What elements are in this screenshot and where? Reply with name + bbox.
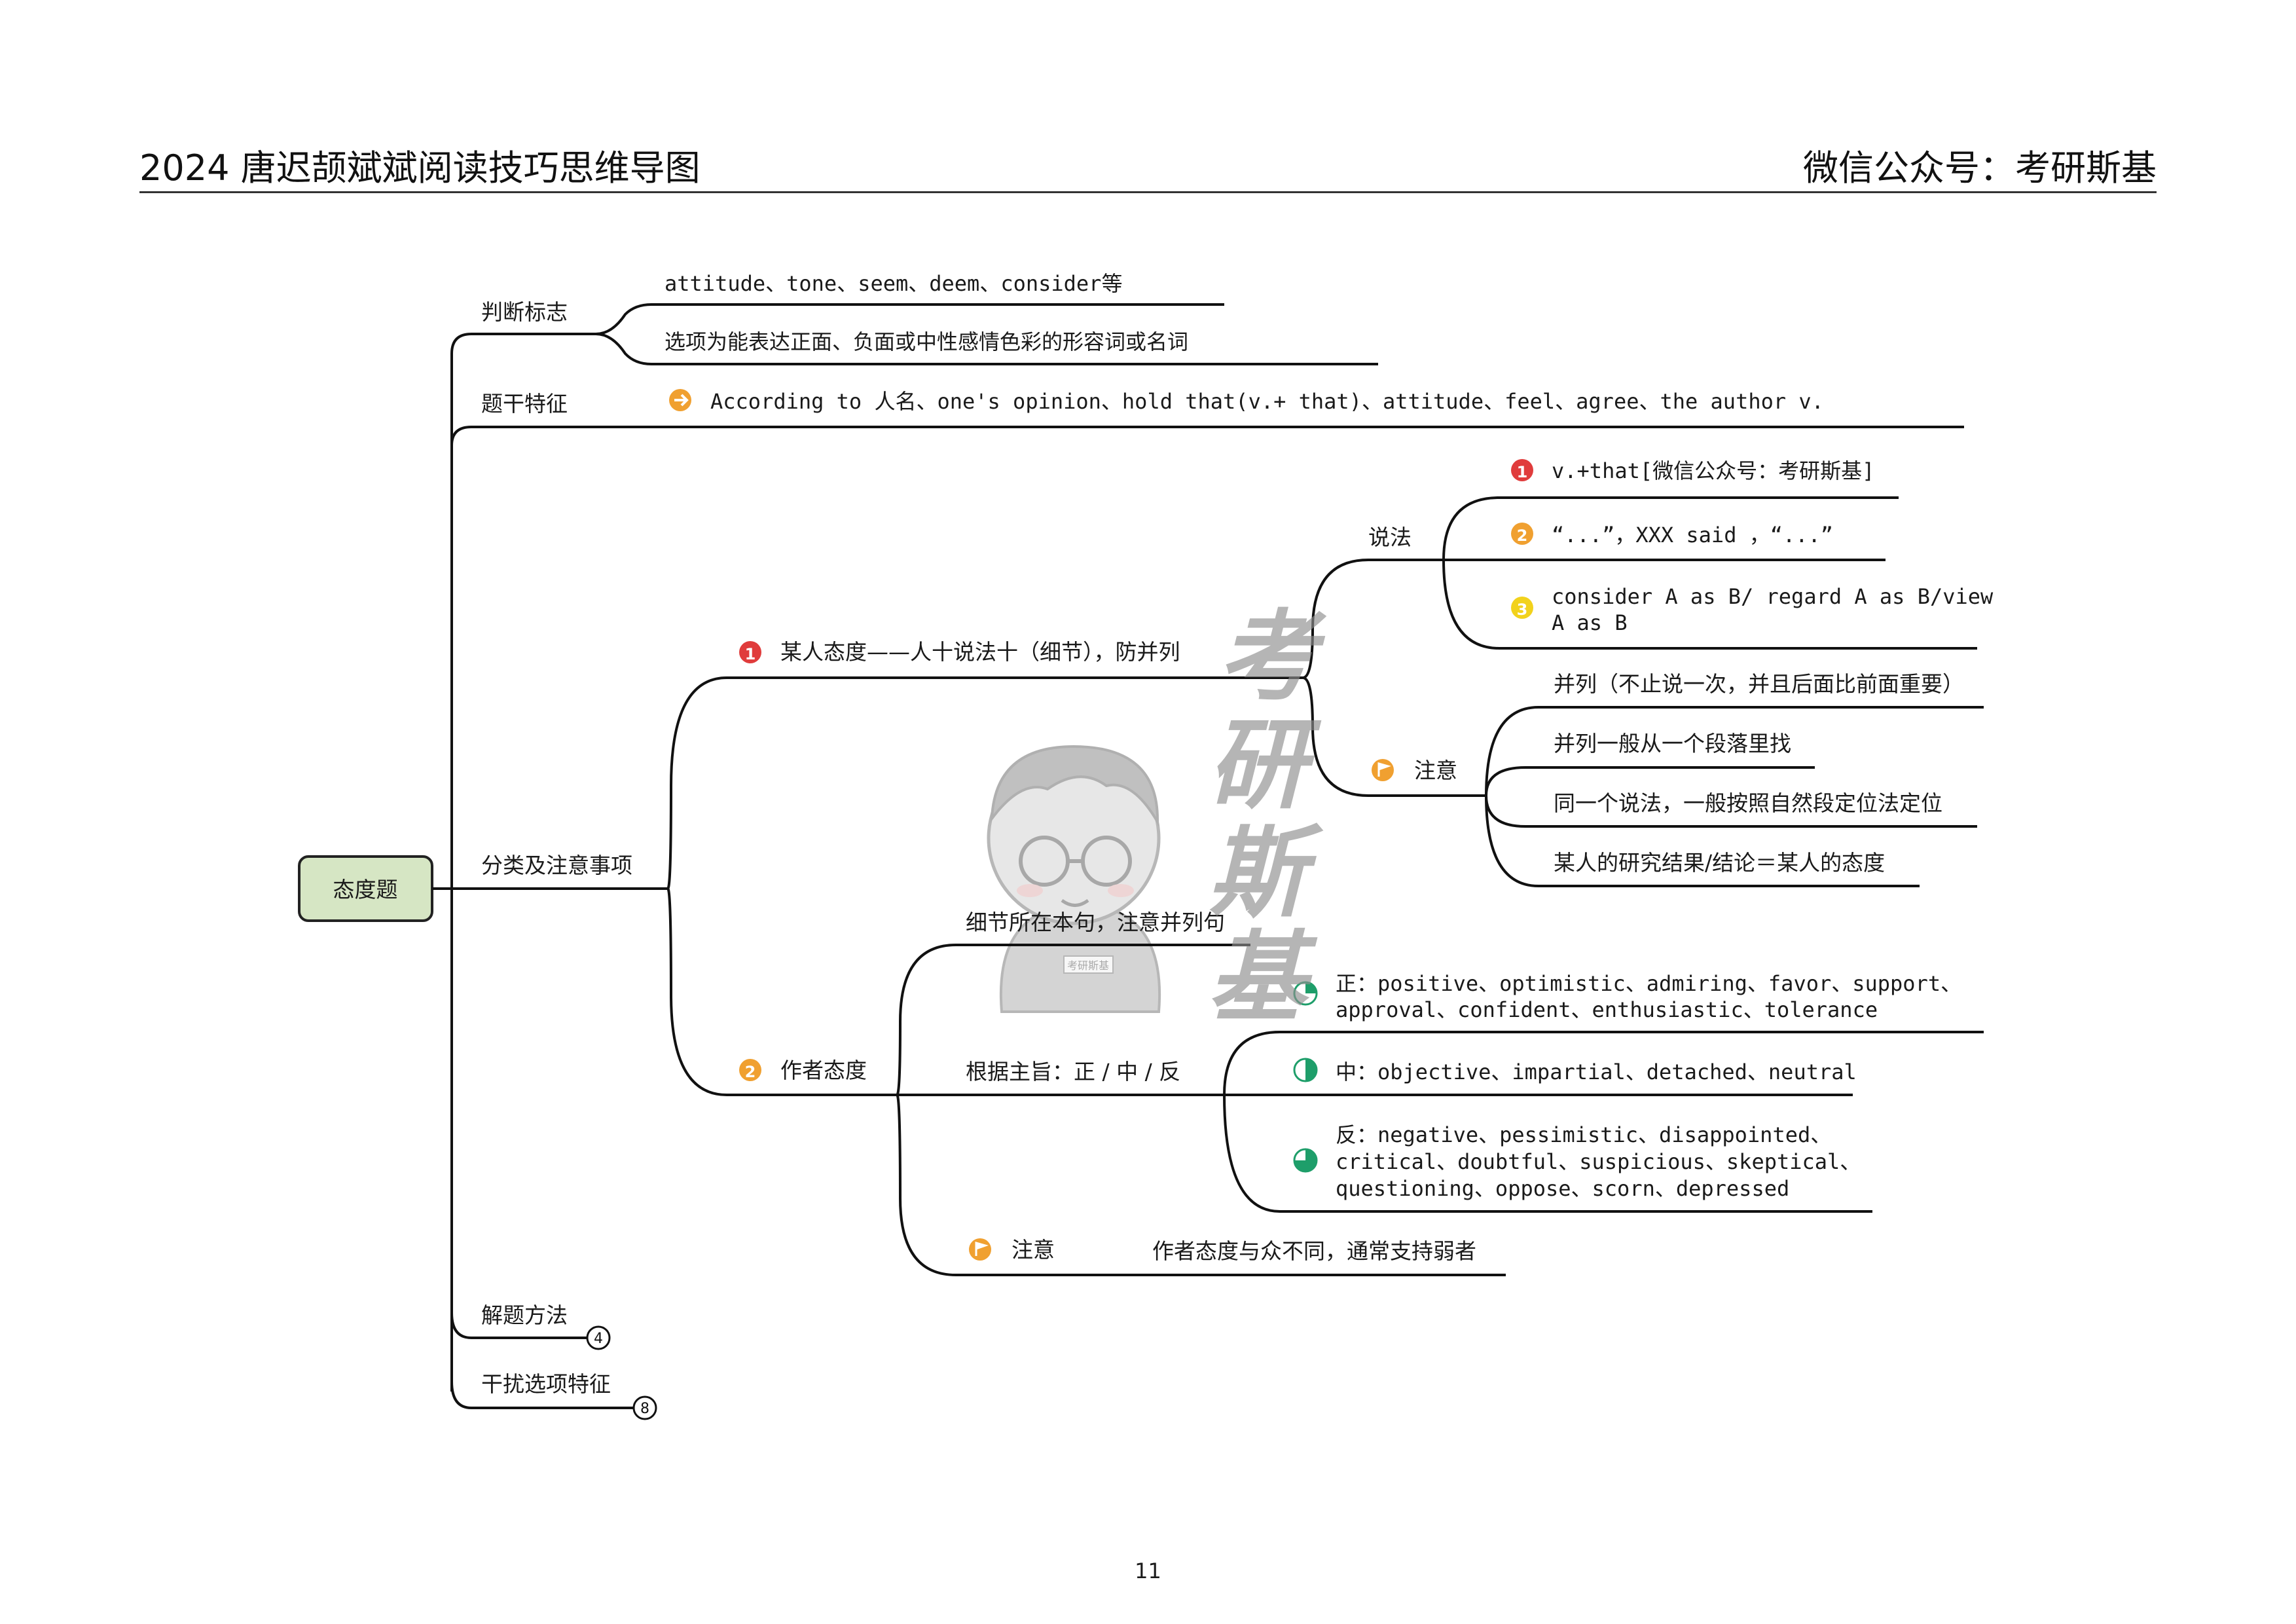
negative-line-3: questioning、oppose、scorn、depressed — [1336, 1176, 1789, 1201]
collapsed-count-badge[interactable] — [632, 1395, 657, 1420]
svg-text:8: 8 — [640, 1401, 649, 1417]
author-note-text: 作者态度与众不同，通常支持弱者 — [1152, 1238, 1476, 1264]
someone-notes-label: 注意 — [1414, 758, 1457, 783]
sayings-node[interactable]: 说法 1 v.+that[微信公众号：考研斯基] 2 “...”，XXX sai… — [1368, 458, 1994, 650]
stem-item: According to 人名、one's opinion、hold that(… — [710, 389, 1824, 414]
number-1-icon — [1511, 459, 1533, 481]
judge-item-1: attitude、tone、seem、deem、consider等 — [665, 271, 1122, 296]
svg-text:2: 2 — [1517, 526, 1528, 545]
author-theme-label: 根据主旨：正 / 中 / 反 — [966, 1059, 1180, 1084]
positive-line-1: 正：positive、optimistic、admiring、favor、sup… — [1336, 971, 1961, 996]
number-2-icon — [1511, 523, 1533, 545]
header-title: 2024 唐迟颉斌斌阅读技巧思维导图 — [139, 147, 701, 189]
author-detail: 细节所在本句，注意并列句 — [966, 910, 1225, 935]
number-3-icon — [1511, 597, 1533, 619]
branch-distractor[interactable]: 干扰选项特征 8 — [481, 1371, 657, 1420]
flag-icon — [1372, 759, 1394, 781]
watermark-char-2: 研 — [1208, 707, 1322, 822]
branch-judge[interactable]: 判断标志 attitude、tone、seem、deem、consider等 选… — [481, 271, 1378, 365]
collapsed-count-badge[interactable] — [586, 1325, 611, 1350]
method-label: 解题方法 — [481, 1302, 568, 1328]
author-attitude[interactable]: 2 作者态度 细节所在本句，注意并列句 根据主旨：正 / 中 / 反 — [739, 910, 1506, 1276]
root-node[interactable]: 态度题 — [298, 855, 433, 922]
saying-item-1: v.+that[微信公众号：考研斯基] — [1552, 458, 1874, 483]
saying-item-2: “...”，XXX said ，“...” — [1552, 523, 1833, 547]
author-attitude-label: 作者态度 — [780, 1058, 867, 1083]
someone-note-4: 某人的研究结果/结论＝某人的态度 — [1554, 850, 1885, 876]
negative-line-1: 反：negative、pessimistic、disappointed、 — [1336, 1122, 1831, 1147]
someone-note-1: 并列（不止说一次，并且后面比前面重要） — [1554, 671, 1964, 697]
svg-text:4: 4 — [594, 1331, 603, 1347]
saying-item-3-line-1: consider A as B/ regard A as B/view — [1552, 584, 1994, 609]
someone-notes-node[interactable]: 注意 并列（不止说一次，并且后面比前面重要） 并列一般从一个段落里找 同一个说法… — [1372, 671, 1984, 887]
author-note-label: 注意 — [1011, 1237, 1055, 1263]
neutral-line: 中：objective、impartial、detached、neutral — [1336, 1060, 1857, 1084]
text-watermark: 考 研 斯 基 — [1208, 599, 1327, 1035]
root-label: 态度题 — [333, 877, 398, 902]
watermark-char-1: 考 — [1218, 599, 1327, 714]
number-1-icon — [739, 641, 761, 663]
flag-icon — [969, 1238, 991, 1261]
svg-text:3: 3 — [1517, 600, 1528, 619]
page-number: 11 — [1135, 1559, 1161, 1583]
branch-method[interactable]: 解题方法 4 — [481, 1302, 611, 1350]
someone-attitude[interactable]: 1 某人态度——人十说法十（细节），防并列 — [739, 559, 1486, 797]
mascot-badge-text: 考研斯基 — [1067, 959, 1109, 972]
pie-three-quarter-icon — [1293, 1148, 1318, 1173]
judge-label: 判断标志 — [481, 299, 568, 325]
pie-half-icon — [1293, 1058, 1318, 1082]
someone-note-3: 同一个说法，一般按照自然段定位法定位 — [1554, 790, 1942, 816]
sayings-label: 说法 — [1368, 525, 1412, 550]
watermark-char-3: 斯 — [1208, 815, 1324, 931]
watermark-char-4: 基 — [1208, 920, 1318, 1035]
someone-note-2: 并列一般从一个段落里找 — [1554, 731, 1791, 756]
branch-classify[interactable]: 分类及注意事项 — [481, 676, 1303, 1096]
author-note-node[interactable]: 注意 作者态度与众不同，通常支持弱者 — [969, 1237, 1476, 1264]
classify-label: 分类及注意事项 — [481, 853, 632, 878]
svg-text:1: 1 — [1517, 463, 1528, 481]
negative-line-2: critical、doubtful、suspicious、skeptical、 — [1336, 1149, 1861, 1174]
stem-label: 题干特征 — [481, 391, 568, 416]
theme-children[interactable]: 正：positive、optimistic、admiring、favor、sup… — [1223, 971, 1984, 1213]
positive-line-2: approval、confident、enthusiastic、toleranc… — [1336, 997, 1878, 1022]
mascot-watermark: 考研斯基 — [987, 745, 1161, 1013]
svg-text:2: 2 — [745, 1063, 756, 1081]
someone-attitude-label: 某人态度——人十说法十（细节），防并列 — [780, 639, 1180, 665]
svg-text:1: 1 — [745, 645, 756, 663]
saying-item-3-line-2: A as B — [1552, 610, 1628, 635]
header-divider — [139, 191, 2157, 193]
distractor-label: 干扰选项特征 — [481, 1371, 611, 1397]
number-2-icon — [739, 1059, 761, 1081]
trunk-connectors — [432, 333, 1964, 1409]
header-account: 微信公众号：考研斯基 — [1803, 147, 2157, 189]
branch-stem[interactable]: 题干特征 According to 人名、one's opinion、hold … — [481, 389, 1824, 416]
judge-item-2: 选项为能表达正面、负面或中性感情色彩的形容词或名词 — [665, 329, 1188, 354]
pie-quarter-icon — [1293, 981, 1318, 1006]
